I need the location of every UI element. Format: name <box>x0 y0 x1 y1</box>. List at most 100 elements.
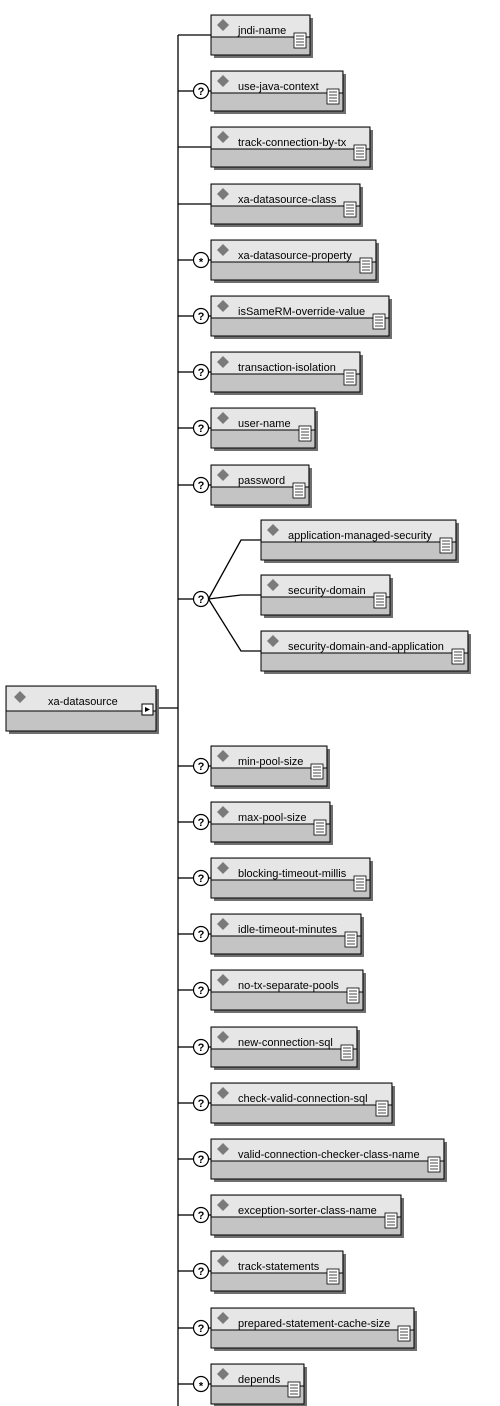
child-element-valid-connection-checker-class-name[interactable]: valid-connection-checker-class-name <box>210 1138 447 1182</box>
documentation-icon[interactable] <box>359 257 373 274</box>
documentation-icon[interactable] <box>372 313 386 330</box>
documentation-icon[interactable] <box>343 201 357 218</box>
child-element-min-pool-size[interactable]: min-pool-size <box>210 745 330 789</box>
documentation-icon[interactable] <box>451 648 465 665</box>
child-element-use-java-context[interactable]: use-java-context <box>210 70 346 114</box>
root-node-xa-datasource[interactable]: xa-datasource <box>5 685 159 734</box>
documentation-icon[interactable] <box>310 763 324 780</box>
diamond-icon <box>14 691 26 703</box>
occurrence-symbol: * <box>199 257 204 269</box>
diamond-icon <box>217 412 229 424</box>
documentation-icon[interactable] <box>427 1156 441 1173</box>
documentation-icon[interactable] <box>298 425 312 442</box>
diamond-icon <box>217 19 229 31</box>
diamond-icon <box>217 75 229 87</box>
choice-option-application-managed-security[interactable]: application-managed-security <box>260 519 459 563</box>
sequence-compositor-icon[interactable] <box>141 703 154 716</box>
node-label: new-connection-sql <box>238 1037 333 1049</box>
documentation-icon[interactable] <box>343 369 357 386</box>
documentation-icon[interactable] <box>346 987 360 1004</box>
documentation-icon[interactable] <box>373 592 387 609</box>
occurrence-symbol: ? <box>198 817 205 829</box>
child-element-xa-datasource-class[interactable]: xa-datasource-class <box>210 183 363 227</box>
documentation-icon[interactable] <box>326 1268 340 1285</box>
diamond-icon <box>267 635 279 647</box>
child-element-track-statements[interactable]: track-statements <box>210 1250 346 1294</box>
child-element-idle-timeout-minutes[interactable]: idle-timeout-minutes <box>210 913 364 957</box>
node-label: blocking-timeout-millis <box>238 868 347 880</box>
node-label: security-domain-and-application <box>288 641 444 653</box>
occurrence-symbol: ? <box>198 1098 205 1110</box>
child-element-no-tx-separate-pools[interactable]: no-tx-separate-pools <box>210 969 366 1013</box>
child-element-blocking-timeout-millis[interactable]: blocking-timeout-millis <box>210 857 373 901</box>
optional-occurrence-icon: ? <box>192 419 210 437</box>
optional-occurrence-icon: ? <box>192 1206 210 1224</box>
documentation-icon[interactable] <box>313 819 327 836</box>
optional-occurrence-icon: ? <box>192 476 210 494</box>
node-label: jndi-name <box>237 25 286 37</box>
child-element-issamerm-override-value[interactable]: isSameRM-override-value <box>210 295 392 339</box>
node-label: min-pool-size <box>238 756 303 768</box>
occurrence-symbol: ? <box>198 423 205 435</box>
child-element-new-connection-sql[interactable]: new-connection-sql <box>210 1026 360 1070</box>
diamond-icon <box>217 806 229 818</box>
occurrence-symbol: ? <box>198 1266 205 1278</box>
child-element-xa-datasource-property[interactable]: xa-datasource-property <box>210 239 379 283</box>
child-element-user-name[interactable]: user-name <box>210 407 318 451</box>
optional-occurrence-icon: ? <box>192 363 210 381</box>
child-element-track-connection-by-tx[interactable]: track-connection-by-tx <box>210 126 373 170</box>
documentation-icon[interactable] <box>353 144 367 161</box>
diamond-icon <box>217 1087 229 1099</box>
documentation-icon[interactable] <box>344 931 358 948</box>
documentation-icon[interactable] <box>340 1044 354 1061</box>
node-label: track-statements <box>238 1261 320 1273</box>
child-element-prepared-statement-cache-size[interactable]: prepared-statement-cache-size <box>210 1307 417 1351</box>
choice-option-security-domain[interactable]: security-domain <box>260 574 393 618</box>
occurrence-symbol: ? <box>198 985 205 997</box>
documentation-icon[interactable] <box>287 1381 301 1398</box>
zero-or-more-occurrence-icon: * <box>192 1375 210 1393</box>
occurrence-symbol: ? <box>198 594 205 606</box>
documentation-icon[interactable] <box>439 537 453 554</box>
documentation-icon[interactable] <box>326 88 340 105</box>
child-element-check-valid-connection-sql[interactable]: check-valid-connection-sql <box>210 1082 395 1126</box>
diamond-icon <box>217 469 229 481</box>
node-label: prepared-statement-cache-size <box>238 1318 390 1330</box>
documentation-icon[interactable] <box>384 1212 398 1229</box>
diamond-icon <box>217 131 229 143</box>
node-label: idle-timeout-minutes <box>238 924 338 936</box>
occurrence-symbol: * <box>199 1381 204 1393</box>
documentation-icon[interactable] <box>375 1100 389 1117</box>
occurrence-symbol: ? <box>198 86 205 98</box>
documentation-icon[interactable] <box>353 875 367 892</box>
occurrence-symbol: ? <box>198 873 205 885</box>
occurrence-symbol: ? <box>198 1323 205 1335</box>
documentation-icon[interactable] <box>292 482 306 499</box>
child-element-exception-sorter-class-name[interactable]: exception-sorter-class-name <box>210 1194 404 1238</box>
node-label: xa-datasource-property <box>238 250 352 262</box>
node-label: use-java-context <box>238 81 319 93</box>
choice-option-security-domain-and-application[interactable]: security-domain-and-application <box>260 630 471 674</box>
optional-occurrence-icon: ? <box>192 82 210 100</box>
child-element-transaction-isolation[interactable]: transaction-isolation <box>210 351 363 395</box>
optional-occurrence-icon: ? <box>192 925 210 943</box>
diamond-icon <box>217 300 229 312</box>
documentation-icon[interactable] <box>293 32 307 49</box>
child-element-password[interactable]: password <box>210 464 312 508</box>
optional-occurrence-icon: ? <box>192 307 210 325</box>
node-label: xa-datasource-class <box>238 194 337 206</box>
node-label: application-managed-security <box>288 530 432 542</box>
node-label: exception-sorter-class-name <box>238 1205 377 1217</box>
child-element-max-pool-size[interactable]: max-pool-size <box>210 801 333 845</box>
child-element-depends[interactable]: depends <box>210 1363 307 1406</box>
diamond-icon <box>217 1368 229 1380</box>
diamond-icon <box>217 244 229 256</box>
diamond-icon <box>217 974 229 986</box>
documentation-icon[interactable] <box>397 1325 411 1342</box>
node-label: isSameRM-override-value <box>238 306 365 318</box>
diamond-icon <box>217 750 229 762</box>
child-element-jndi-name[interactable]: jndi-name <box>210 14 313 58</box>
root-label: xa-datasource <box>48 696 118 708</box>
child-nodes-layer: jndi-name? use-java-context track-connecti… <box>192 14 471 1406</box>
occurrence-symbol: ? <box>198 311 205 323</box>
